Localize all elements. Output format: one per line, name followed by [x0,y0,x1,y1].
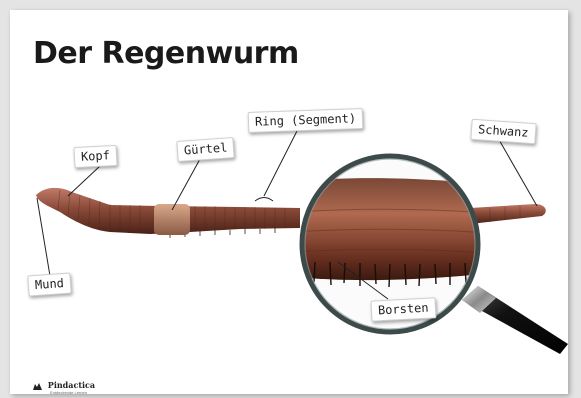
label-borsten: Borsten [370,297,436,321]
label-mund: Mund [27,273,71,297]
brand-name: Pindactica [48,380,95,390]
pindactica-logo-icon [32,382,43,391]
magnifier [290,156,568,354]
brand-tagline: Entdeckende Lernen [50,390,87,395]
brand-logo: Pindactica [32,380,95,391]
label-guertel: Gürtel [176,137,235,162]
clitellum [154,204,190,235]
label-kopf: Kopf [73,145,117,168]
label-schwanz: Schwanz [470,119,536,144]
label-ring-segment: Ring (Segment) [248,108,364,133]
